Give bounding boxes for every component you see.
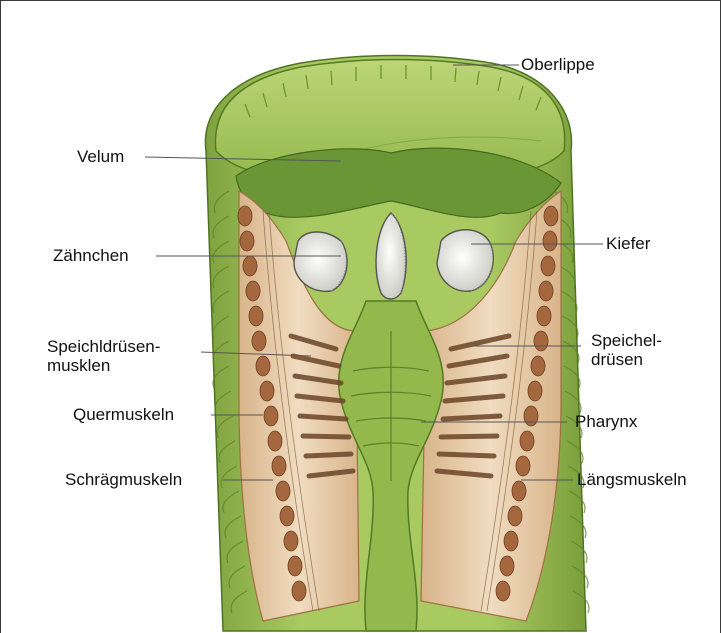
label-quermuskeln: Quermuskeln xyxy=(73,405,174,424)
label-zaehnchen: Zähnchen xyxy=(53,246,129,265)
label-speichldruesenmusklen-line1: Speichldrüsen- xyxy=(47,337,160,356)
label-speichldruesenmusklen-line2: musklen xyxy=(47,356,110,375)
label-kiefer: Kiefer xyxy=(606,234,650,253)
label-pharynx: Pharynx xyxy=(575,412,637,431)
label-velum: Velum xyxy=(77,147,124,166)
label-oberlippe: Oberlippe xyxy=(521,55,595,74)
label-laengsmuskeln: Längsmuskeln xyxy=(577,470,687,489)
label-speicheldruesen-line1: Speichel- xyxy=(591,331,662,350)
label-schraegmuskeln: Schrägmuskeln xyxy=(65,470,182,489)
label-speicheldruesen-line2: drüsen xyxy=(591,350,643,369)
